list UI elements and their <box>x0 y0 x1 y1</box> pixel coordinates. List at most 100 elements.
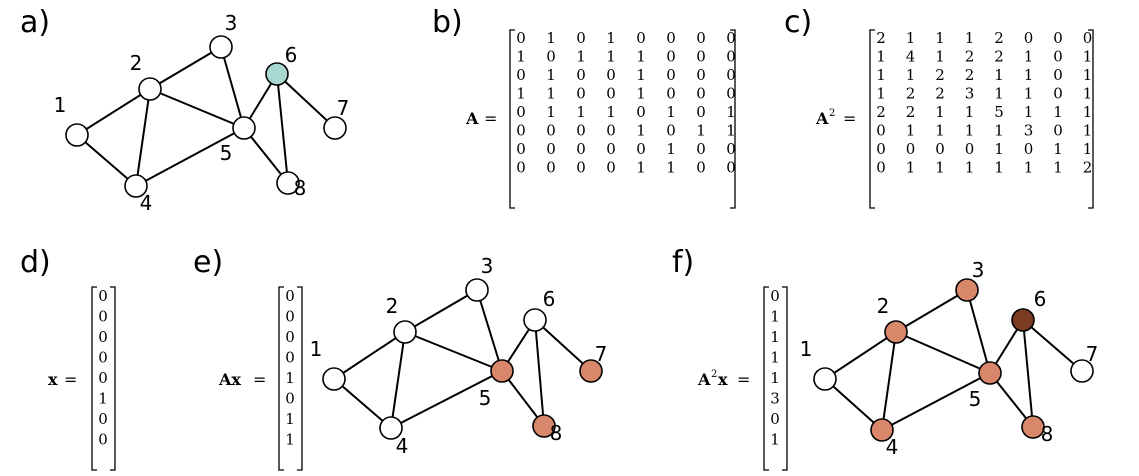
graph-node-a-2 <box>138 77 162 101</box>
matrix-A-cell-5-5: 0 <box>636 103 646 121</box>
matrix-A-cell-8-6: 1 <box>666 159 676 177</box>
matrix-A-cell-4-3: 0 <box>576 85 586 103</box>
panel-label-d: d) <box>20 245 51 280</box>
vector-Ax-entry-8: 1 <box>285 431 295 449</box>
matrix-A-cell-2-3: 1 <box>576 48 586 66</box>
matrix-A-cell-4-5: 1 <box>636 85 646 103</box>
matrix-A2-cell-5-6: 1 <box>1024 103 1034 121</box>
matrix-A-left-bracket <box>509 29 515 209</box>
matrix-A-cell-2-8: 0 <box>726 48 736 66</box>
matrix-A2-cell-2-8: 1 <box>1083 48 1093 66</box>
matrix-A-cell-8-7: 0 <box>696 159 706 177</box>
vector-A2x-entry-1: 0 <box>770 287 780 305</box>
matrix-A-cell-3-5: 1 <box>636 66 646 84</box>
graph-edge-f-6-7 <box>1022 319 1083 372</box>
node-label-e-6: 6 <box>543 287 556 311</box>
graph-node-e-1 <box>322 367 346 391</box>
graph-node-e-2 <box>393 320 417 344</box>
graph-node-e-5 <box>490 359 514 383</box>
matrix-A2-right-bracket <box>1088 29 1094 209</box>
matrix-A2-cell-5-3: 1 <box>935 103 945 121</box>
graph-edge-a-3-5 <box>220 46 245 129</box>
node-label-a-5: 5 <box>220 141 233 165</box>
matrix-A2-cell-2-4: 2 <box>965 48 975 66</box>
matrix-A2-cell-7-1: 0 <box>876 140 886 158</box>
matrix-A-cell-7-5: 0 <box>636 140 646 158</box>
matrix-A-cell-5-2: 1 <box>546 103 556 121</box>
vector-x-entry-6: 1 <box>98 390 108 408</box>
matrix-A2-cell-1-1: 2 <box>876 29 886 47</box>
matrix-A-cell-8-5: 1 <box>636 159 646 177</box>
matrix-A-cell-2-7: 0 <box>696 48 706 66</box>
graph-node-f-1 <box>813 367 837 391</box>
panel-label-e: e) <box>193 245 223 280</box>
matrix-A-cell-3-6: 0 <box>666 66 676 84</box>
graph-edge-f-2-4 <box>881 331 897 431</box>
matrix-A-cell-5-7: 0 <box>696 103 706 121</box>
graph-node-e-8 <box>532 414 556 438</box>
matrix-A2-cell-3-6: 1 <box>1024 66 1034 84</box>
vector-A2x-right-bracket <box>782 286 788 471</box>
vector-A2x-entry-2: 1 <box>770 308 780 326</box>
vector-x-right-bracket <box>110 286 116 471</box>
matrix-A2-cell-5-4: 1 <box>965 103 975 121</box>
vector-A2x-entry-6: 3 <box>770 390 780 408</box>
matrix-A-cell-7-7: 0 <box>696 140 706 158</box>
matrix-A-cell-6-7: 1 <box>696 122 706 140</box>
matrix-A2-cell-3-4: 2 <box>965 66 975 84</box>
matrix-A2-cell-8-3: 1 <box>935 159 945 177</box>
vector-A2x-entry-4: 1 <box>770 349 780 367</box>
matrix-A2-cell-2-2: 4 <box>906 48 916 66</box>
matrix-A2-cell-3-5: 1 <box>994 66 1004 84</box>
vector-Ax-lhs: Ax <box>218 370 241 389</box>
matrix-A2-lhs: A <box>815 109 829 128</box>
vector-x-entry-1: 0 <box>98 287 108 305</box>
matrix-A2-cell-3-2: 1 <box>906 66 916 84</box>
vector-A2x-entry-5: 1 <box>770 369 780 387</box>
vector-A2x-superscript: 2 <box>711 369 717 380</box>
matrix-A2-cell-1-4: 1 <box>965 29 975 47</box>
matrix-A2-cell-2-1: 1 <box>876 48 886 66</box>
matrix-A2-cell-5-1: 2 <box>876 103 886 121</box>
graph-node-a-1 <box>65 123 89 147</box>
matrix-A-cell-5-6: 1 <box>666 103 676 121</box>
graph-node-e-7 <box>579 359 603 383</box>
node-label-e-7: 7 <box>595 342 608 366</box>
graph-node-a-8 <box>276 171 300 195</box>
vector-A2x-lhs-A: A <box>697 370 711 389</box>
matrix-A-cell-5-1: 0 <box>516 103 526 121</box>
vector-A2x-entry-7: 0 <box>770 410 780 428</box>
matrix-A-equals: = <box>484 109 497 128</box>
matrix-A2-cell-4-5: 1 <box>994 85 1004 103</box>
matrix-A-cell-7-4: 0 <box>606 140 616 158</box>
vector-x-lhs: x <box>48 370 58 389</box>
matrix-A-cell-1-8: 0 <box>726 29 736 47</box>
graph-node-e-4 <box>379 416 403 440</box>
node-label-a-6: 6 <box>285 43 298 67</box>
node-label-e-2: 2 <box>386 294 399 318</box>
matrix-A-cell-6-3: 0 <box>576 122 586 140</box>
node-label-f-1: 1 <box>800 337 813 361</box>
node-label-e-3: 3 <box>481 254 494 278</box>
graph-edge-e-2-4 <box>390 331 406 429</box>
node-label-f-4: 4 <box>886 435 899 459</box>
vector-A2x-lhs-x: x <box>718 370 728 389</box>
matrix-A2-cell-4-3: 2 <box>935 85 945 103</box>
vector-x-equals: = <box>64 370 77 389</box>
matrix-A2-cell-4-2: 2 <box>906 85 916 103</box>
graph-edge-e-2-3 <box>404 289 478 333</box>
node-label-f-8: 8 <box>1041 422 1054 446</box>
node-label-f-7: 7 <box>1086 342 1099 366</box>
matrix-A2-cell-5-7: 1 <box>1053 103 1063 121</box>
matrix-A2-cell-1-5: 2 <box>994 29 1004 47</box>
graph-edge-f-2-5 <box>895 331 991 374</box>
graph-node-e-6 <box>523 308 547 332</box>
matrix-A2-cell-2-5: 2 <box>994 48 1004 66</box>
matrix-A2-cell-6-7: 0 <box>1053 122 1063 140</box>
graph-edge-a-4-5 <box>135 127 245 187</box>
matrix-A2-cell-6-8: 1 <box>1083 122 1093 140</box>
graph-edge-e-3-5 <box>476 289 503 372</box>
matrix-A2-cell-7-8: 1 <box>1083 140 1093 158</box>
